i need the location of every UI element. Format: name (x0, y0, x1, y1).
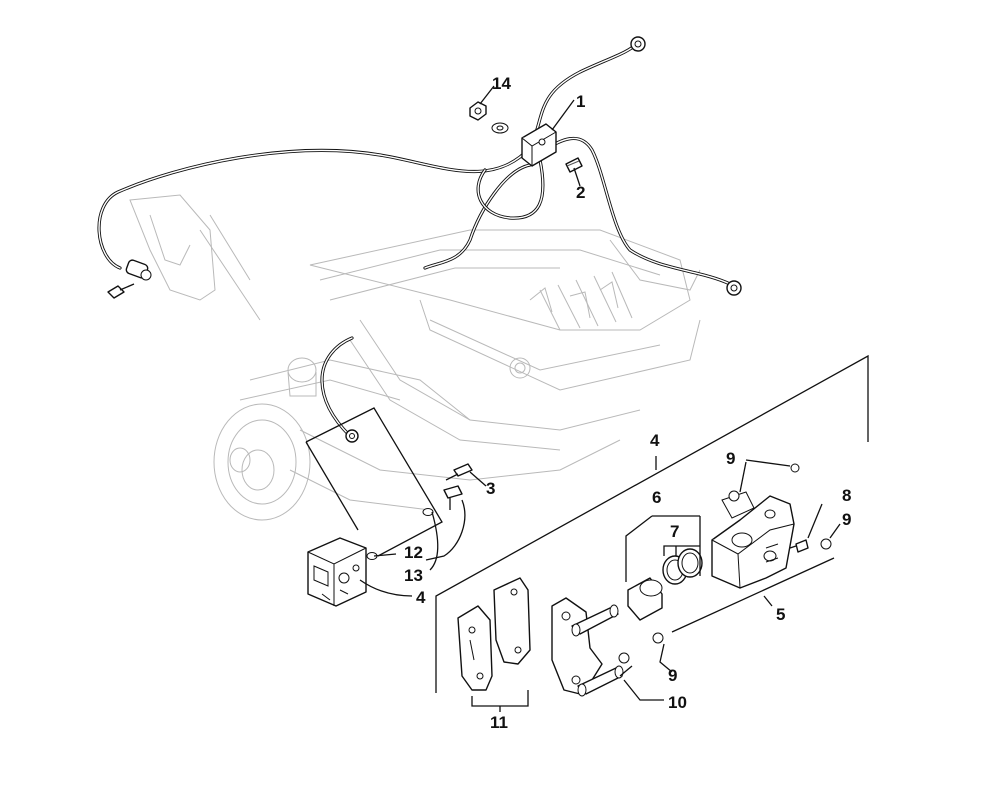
banjo-fitting-front (345, 429, 359, 443)
exploded-group-outline (435, 354, 869, 693)
callout-4a: 4 (650, 431, 660, 450)
bleeder-valve (789, 539, 809, 553)
callout-5: 5 (776, 605, 785, 624)
seal-washer-pin-lower (618, 652, 630, 664)
callout-11: 11 (490, 713, 508, 732)
callout-4b: 4 (416, 588, 426, 607)
junction-nut (469, 101, 487, 121)
callout-10: 10 (668, 693, 687, 712)
seal-washer-right (820, 538, 832, 550)
banjo-fitting-top (630, 36, 646, 52)
callout-14: 14 (492, 74, 511, 93)
callout-3: 3 (486, 479, 495, 498)
seal-washer-pin-upper (652, 632, 664, 644)
caliper-mount-bolt (445, 463, 473, 481)
callout-6: 6 (652, 488, 661, 507)
callout-2: 2 (576, 183, 585, 202)
seal-washer-left (728, 490, 740, 502)
callout-12: 12 (404, 543, 423, 562)
installed-caliper (307, 537, 367, 607)
callout-9b: 9 (842, 510, 851, 529)
master-cylinder-bolt (107, 283, 135, 299)
banjo-fitting-right (726, 280, 742, 296)
install-outline (305, 407, 443, 557)
callout-13: 13 (404, 566, 423, 585)
callout-9c: 9 (668, 666, 677, 685)
callout-7: 7 (670, 522, 679, 541)
leader-lines (359, 85, 841, 712)
callout-1: 1 (576, 92, 585, 111)
junction-bolt (565, 157, 583, 173)
atv-frame-background (129, 194, 701, 521)
caliper-body (711, 491, 795, 589)
piston-seals (662, 548, 703, 585)
brake-pad-outer (457, 605, 493, 691)
slide-pin-lower (577, 665, 624, 697)
callout-labels: 1 2 3 4 4 5 6 7 8 9 9 9 10 11 12 13 14 (404, 74, 851, 732)
brake-hose-assembly (97, 36, 742, 443)
slide-pin-upper (571, 604, 619, 637)
hose-junction-block (521, 123, 557, 167)
callout-8: 8 (842, 486, 851, 505)
caliper-piston (627, 577, 663, 621)
callout-9a: 9 (726, 449, 735, 468)
caliper-bracket (551, 597, 603, 695)
caliper-bolt-long (443, 485, 463, 510)
crush-washer-upper (422, 508, 434, 516)
banjo-fitting-left (125, 259, 152, 281)
seal-washer-top (790, 463, 800, 473)
junction-washer (491, 122, 509, 134)
brake-pad-inner (493, 577, 531, 665)
